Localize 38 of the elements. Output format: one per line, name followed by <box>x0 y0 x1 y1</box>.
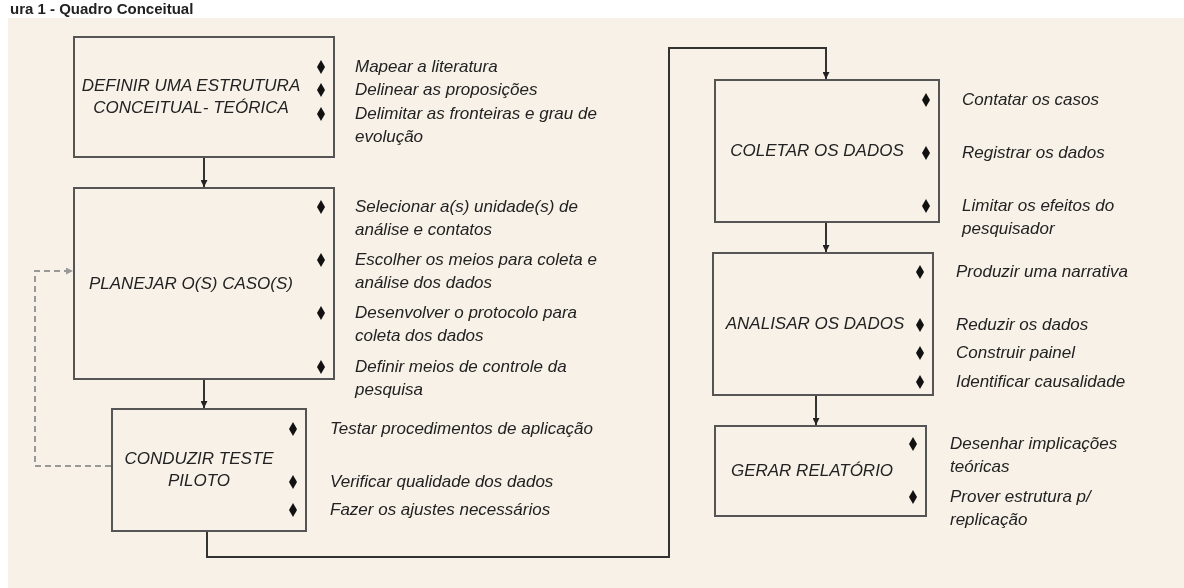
arrow <box>206 47 830 558</box>
arrow <box>812 395 820 426</box>
activity-text: Limitar os efeitos do pesquisador <box>962 195 1116 240</box>
activity-text: Selecionar a(s) unidade(s) de análise e contatos <box>355 196 579 241</box>
process-box <box>73 36 335 158</box>
step-title: GERAR RELATÓRIO <box>729 460 895 482</box>
step-title: DEFINIR UMA ESTRUTURA CONCEITUAL- TEÓRICA <box>81 75 301 119</box>
arrow <box>200 157 208 188</box>
activity-text: Definir meios de controle da pesquisa <box>355 356 568 401</box>
activity-text: Mapear a literatura <box>355 56 499 78</box>
activity-text: Contatar os casos <box>962 89 1100 111</box>
activity-text: Escolher os meios para coleta e análise dos dados <box>355 249 598 294</box>
activity-text: Testar procedimentos de aplicação <box>330 418 595 440</box>
arrow <box>200 379 208 409</box>
activity-text: Produzir uma narrativa <box>956 261 1129 283</box>
step-title: PLANEJAR O(S) CASO(S) <box>87 272 294 295</box>
activity-text: Registrar os dados <box>962 142 1106 164</box>
process-box <box>73 187 335 380</box>
activity-text: Delinear as proposições <box>355 79 539 101</box>
figure-title: ura 1 - Quadro Conceitual <box>10 0 194 17</box>
activity-text: Verificar qualidade dos dados <box>330 471 555 493</box>
activity-text: Desenhar implicações teóricas <box>950 433 1119 478</box>
step-title: CONDUZIR TESTE PILOTO <box>123 448 275 492</box>
process-box <box>714 425 927 517</box>
activity-text: Construir painel <box>956 342 1077 364</box>
process-box <box>712 252 934 396</box>
activity-text: Desenvolver o protocolo para coleta dos dados <box>355 302 579 347</box>
step-title: COLETAR OS DADOS <box>729 140 905 162</box>
activity-text: Reduzir os dados <box>956 314 1090 336</box>
activity-text: Identificar causalidade <box>956 371 1127 393</box>
process-box <box>111 408 307 532</box>
activity-text: Delimitar as fronteiras e grau de evolução <box>355 103 598 148</box>
arrow <box>822 222 830 253</box>
activity-text: Prover estrutura p/ replicação <box>950 486 1093 531</box>
arrow <box>34 267 112 467</box>
step-title: ANALISAR OS DADOS <box>724 313 906 335</box>
activity-text: Fazer os ajustes necessários <box>330 499 552 521</box>
process-box <box>714 79 940 223</box>
